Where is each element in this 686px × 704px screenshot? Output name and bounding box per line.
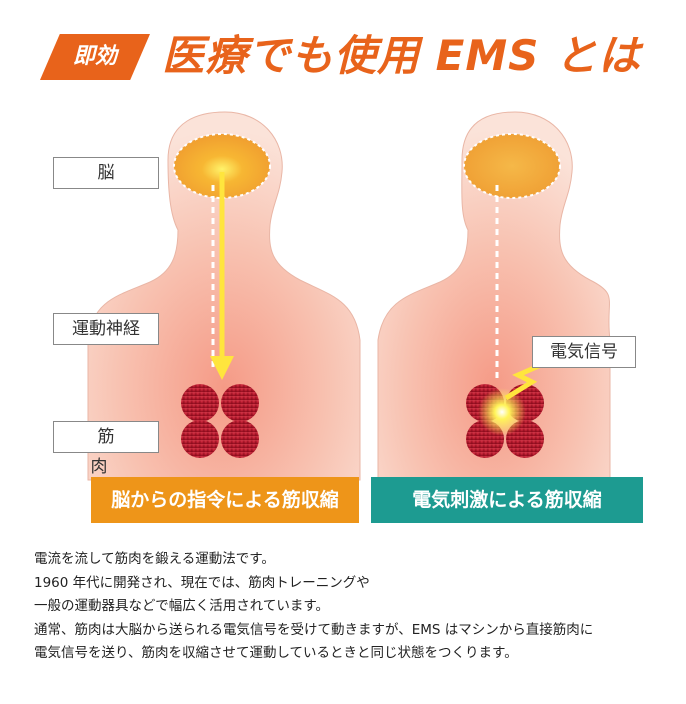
- description-line: 一般の運動器具などで幅広く活用されています。: [34, 598, 329, 614]
- left-arrow-icon: [210, 172, 234, 380]
- description-line: 1960 年代に開発され、現在では、筋肉トレーニングや: [34, 574, 370, 591]
- instant-badge-label: 即効: [72, 44, 117, 69]
- description-line: 通常、筋肉は大脳から送られる電気信号を受けて動きますが、EMS はマシンから直接…: [34, 621, 594, 638]
- instant-badge: [40, 34, 150, 80]
- description-line: 電気信号を送り、筋肉を収縮させて運動しているときと同じ状態をつくります。: [34, 645, 518, 661]
- caption-brain-contraction: 脳からの指令による筋収縮: [91, 477, 359, 523]
- right-body-silhouette: [377, 111, 611, 481]
- label-brain: 脳: [53, 157, 159, 189]
- left-muscle: [181, 384, 259, 458]
- page-title: 医療でも使用 EMS とは: [162, 31, 641, 80]
- right-brain: [463, 133, 561, 199]
- label-muscle: 筋 肉: [53, 421, 159, 477]
- caption-electric-contraction: 電気刺激による筋収縮: [371, 477, 643, 523]
- description-line: 電流を流して筋肉を鍛える運動法です。: [34, 551, 275, 567]
- spark-glow-icon: [478, 388, 526, 436]
- left-brain: [173, 133, 271, 199]
- label-motor-nerve: 運動神経: [53, 313, 159, 345]
- lightning-bolt-icon: [504, 359, 549, 401]
- label-electric-signal: 電気信号: [532, 336, 636, 368]
- description: 電流を流して筋肉を鍛える運動法です。 1960 年代に開発され、現在では、筋肉ト…: [34, 548, 674, 666]
